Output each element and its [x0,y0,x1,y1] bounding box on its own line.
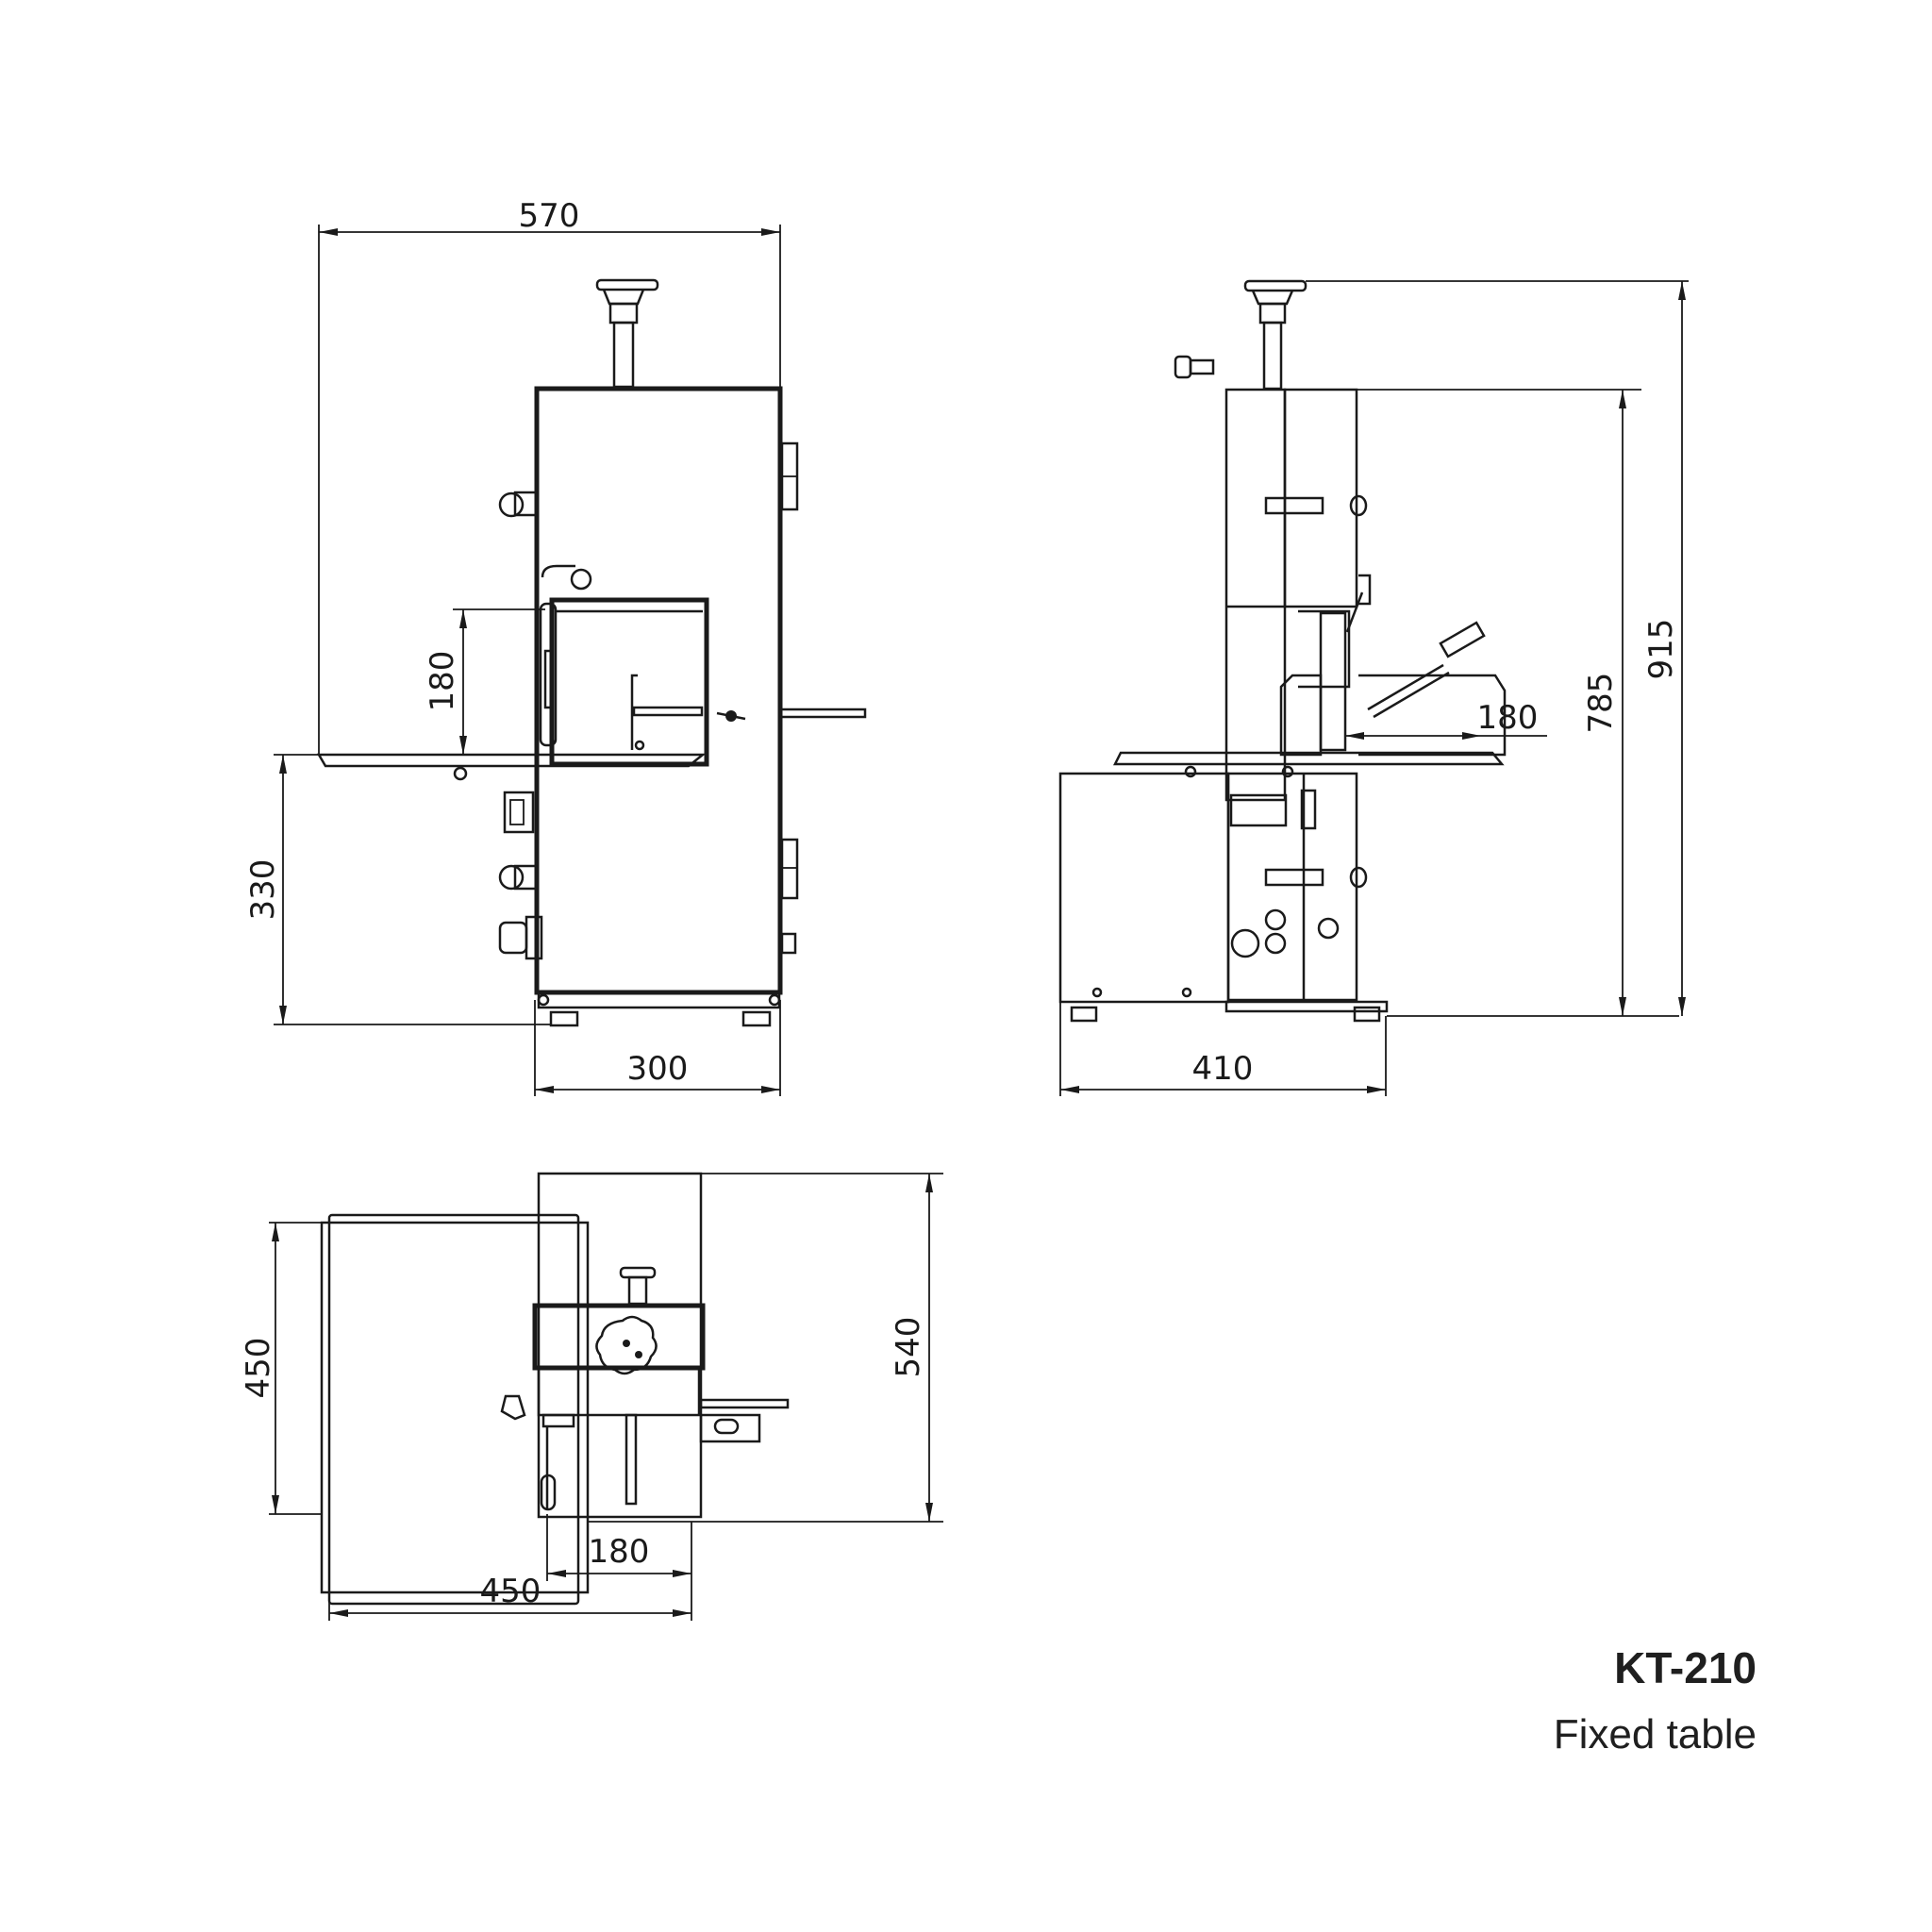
model-variant: Fixed table [1553,1711,1757,1757]
tension-knob-icon [1243,279,1307,391]
motor-housing [1058,772,1230,1004]
lever-icon [500,1394,526,1421]
dim-330: 330 [244,754,552,1025]
bracket [1264,496,1324,515]
handle-grip [540,1474,557,1511]
svg-text:410: 410 [1192,1050,1254,1088]
adjust-knob-icon [1174,355,1192,379]
side-column [1224,388,1287,802]
svg-text:180: 180 [589,1533,650,1571]
side-table [1112,751,1505,766]
tension-knob-icon [595,278,659,389]
bracket [1264,868,1324,887]
star-knob-icon [595,1315,658,1375]
dim-915: 915 [1306,280,1689,1016]
foot [741,1010,772,1027]
svg-text:180: 180 [424,651,461,712]
dim-450-vertical: 450 [240,1222,322,1515]
top-view: 450 540 180 450 [240,1172,943,1621]
dim-180-side: 180 [1345,699,1547,740]
blade-guide [541,564,575,578]
svg-text:330: 330 [244,859,282,921]
svg-text:785: 785 [1582,673,1620,734]
dim-410: 410 [1059,1002,1387,1096]
switch-box [503,791,535,834]
head-housing [532,1303,706,1371]
dim-450-horizontal: 450 [328,1522,692,1621]
dim-785: 785 [1357,389,1679,1017]
svg-text:450: 450 [480,1573,541,1610]
hinge [780,838,799,900]
cutting-table [316,753,707,768]
latch-knob-icon [498,864,525,891]
svg-text:300: 300 [627,1050,689,1088]
foot [1070,1006,1098,1023]
title-block: KT-210 Fixed table [1554,1641,1757,1762]
svg-text:450: 450 [240,1338,277,1399]
dim-180-top: 180 [546,1514,691,1581]
blade-slot [625,1413,638,1506]
dim-180-front: 180 [424,608,545,755]
model-name: KT-210 [1614,1643,1757,1692]
latch-knob-icon [498,491,525,518]
port-icon [1230,928,1260,958]
front-cabinet [534,386,783,995]
svg-text:540: 540 [890,1317,927,1378]
side-view: 180 785 915 410 [1058,279,1689,1096]
front-view: 570 180 330 300 [244,197,867,1096]
svg-text:180: 180 [1477,699,1539,737]
dim-570: 570 [318,197,781,755]
dim-540: 540 [588,1173,943,1523]
foot [549,1010,579,1027]
cutting-throat [549,597,709,767]
foot [1353,1006,1381,1023]
pusher-handle [1367,621,1486,719]
top-knob-icon [619,1266,657,1279]
svg-text:915: 915 [1642,619,1680,680]
svg-text:570: 570 [519,197,580,235]
top-column [537,1172,703,1519]
top-table [327,1213,580,1606]
stop-button-icon [498,921,528,955]
side-rod [778,708,867,719]
dim-300: 300 [534,1000,781,1096]
